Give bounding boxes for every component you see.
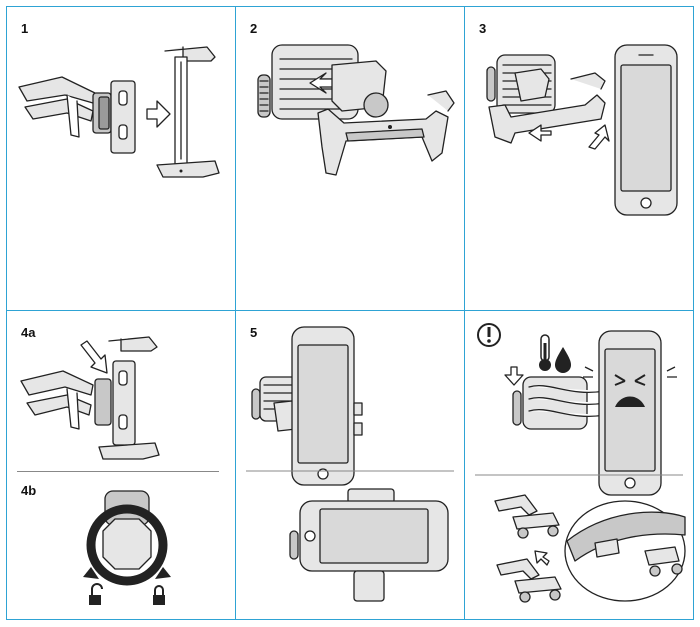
step-number-1: 1 (21, 21, 29, 36)
unlock-icon (89, 583, 103, 605)
thermometer-icon (539, 334, 551, 371)
panel-step-5: 5 (235, 310, 465, 620)
panel-step-2: 2 (235, 6, 465, 311)
lock-icon (153, 585, 165, 605)
step-number-2: 2 (250, 21, 258, 36)
step-number-3: 3 (479, 21, 487, 36)
insert-phone-illustration (486, 44, 678, 216)
attach-to-vent-illustration (257, 44, 455, 176)
panel-step-4: 4a 4b (6, 310, 236, 620)
vent-clip-illustration (18, 46, 220, 178)
panel-warning (464, 310, 694, 620)
step-divider (17, 471, 219, 472)
step-number-5: 5 (250, 325, 258, 340)
panel-step-1: 1 (6, 6, 236, 311)
warning-illustration (475, 323, 686, 603)
water-drop-icon (555, 347, 571, 373)
step-number-4a: 4a (21, 325, 36, 340)
tighten-holder-illustration (20, 336, 160, 460)
lock-ring-illustration (83, 490, 171, 605)
exclamation-circle-icon (477, 323, 501, 347)
panel-step-3: 3 (464, 6, 694, 311)
portrait-landscape-illustration (246, 326, 454, 602)
step-number-4b: 4b (21, 483, 37, 498)
